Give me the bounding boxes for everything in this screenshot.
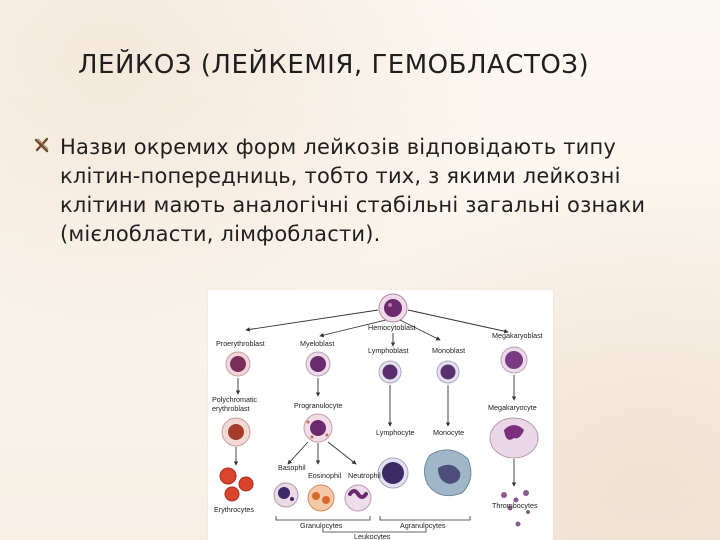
label-monocyte: Monocyte — [433, 428, 464, 437]
mid-arrows — [235, 375, 517, 427]
label-progranulocyte: Progranulocyte — [294, 401, 342, 410]
label-erythrocytes: Erythrocytes — [214, 505, 254, 514]
label-agranulocytes: Agranulocytes — [400, 521, 446, 530]
myeloblast-cell — [305, 351, 331, 377]
label-hemocytoblast: Hemocytoblast — [368, 323, 416, 332]
label-lymphoblast: Lymphoblast — [368, 346, 409, 355]
megakaryocyte-cell — [489, 417, 539, 459]
label-proerythroblast: Proerythroblast — [216, 339, 265, 348]
erythrocyte-cells — [219, 467, 254, 502]
lymphoblast-cell — [378, 360, 402, 384]
label-basophil: Basophil — [278, 463, 306, 472]
label-polychromatic: Polychromatic — [212, 395, 258, 404]
label-neutrophil: Neutrophil — [348, 471, 381, 480]
thrombocyte-cells — [501, 490, 530, 527]
label-granulocytes: Granulocytes — [300, 521, 343, 530]
group-brackets — [275, 516, 471, 533]
label-megakaryoblast: Megakaryoblast — [492, 331, 543, 340]
eosinophil-cell — [307, 484, 335, 512]
label-lymphocyte: Lymphocyte — [376, 428, 415, 437]
monoblast-cell — [436, 360, 460, 384]
hematopoiesis-diagram: Hemocytoblast Proerythroblast Myeloblast… — [208, 290, 553, 540]
lymphocyte-cell — [377, 457, 409, 489]
lower-arrows — [233, 441, 517, 487]
x-mark-icon — [34, 137, 49, 153]
label-eosinophil: Eosinophil — [308, 471, 342, 480]
slide-title: ЛЕЙКОЗ (ЛЕЙКЕМІЯ, ГЕМОБЛАСТОЗ) — [78, 50, 590, 80]
megakaryoblast-cell — [500, 346, 528, 374]
label-leukocytes: Leukocytes — [354, 532, 391, 540]
monocyte-cell — [424, 449, 472, 497]
neutrophil-cell — [344, 484, 372, 512]
diagram-svg: Hemocytoblast Proerythroblast Myeloblast… — [212, 293, 543, 540]
hemocytoblast-cell — [378, 293, 408, 323]
label-myeloblast: Myeloblast — [300, 339, 334, 348]
bullet-text: Назви окремих форм лейкозів відповідають… — [60, 135, 646, 246]
bullet-item: Назви окремих форм лейкозів відповідають… — [34, 133, 694, 249]
progranulocyte-cell — [303, 413, 333, 443]
label-megakaryocyte: Megakaryocyte — [488, 403, 537, 412]
basophil-cell — [273, 482, 299, 508]
proerythroblast-cell — [225, 351, 251, 377]
erythroblast-cell — [221, 417, 251, 447]
label-erythroblast: erythroblast — [212, 404, 250, 413]
label-monoblast: Monoblast — [432, 346, 465, 355]
label-thrombocytes: Thrombocytes — [492, 501, 538, 510]
top-arrows — [245, 309, 509, 347]
